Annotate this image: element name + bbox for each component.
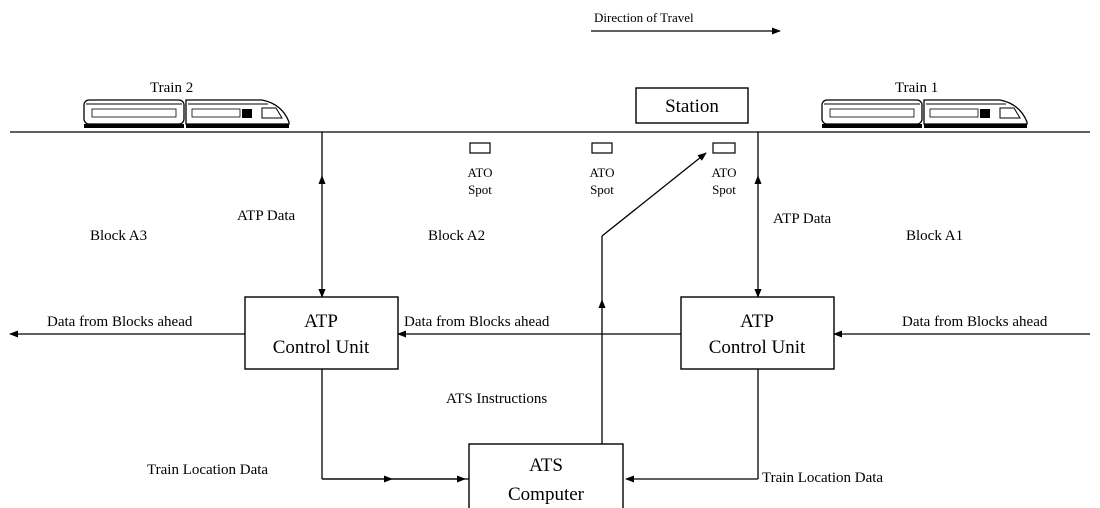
ato-spot-2-line1: ATO xyxy=(589,165,614,180)
ats-computer-box xyxy=(468,443,624,508)
left-atp-data-label: ATP Data xyxy=(237,208,296,224)
right-atp-data-label: ATP Data xyxy=(773,211,832,227)
ats-to-ato-spot-arrow xyxy=(601,152,707,237)
ato-spot-3: ATO Spot xyxy=(711,142,737,197)
middle-data-label: Data from Blocks ahead xyxy=(404,314,550,330)
train-1-icon xyxy=(821,99,1028,128)
train-1-label: Train 1 xyxy=(895,80,938,96)
ato-spot-1-line1: ATO xyxy=(467,165,492,180)
left-atp-line1: ATP xyxy=(304,311,338,332)
ats-computer-line1: ATS xyxy=(529,455,563,476)
block-a2-label: Block A2 xyxy=(428,228,485,244)
right-atp-line1: ATP xyxy=(740,311,774,332)
right-train-location-label: Train Location Data xyxy=(762,470,883,486)
ato-spot-3-line2: Spot xyxy=(712,182,736,197)
left-train-location-label: Train Location Data xyxy=(147,462,268,478)
ato-spot-3-line1: ATO xyxy=(711,165,736,180)
direction-of-travel-label: Direction of Travel xyxy=(594,10,694,25)
train-2-label: Train 2 xyxy=(150,80,193,96)
ats-computer-line2: Computer xyxy=(508,484,585,505)
train-2-icon xyxy=(83,99,290,128)
right-atp-control-unit xyxy=(680,296,835,370)
ato-spot-2: ATO Spot xyxy=(589,142,615,197)
station-label: Station xyxy=(665,96,719,117)
block-a1-label: Block A1 xyxy=(906,228,963,244)
block-a3-label: Block A3 xyxy=(90,228,147,244)
ato-spot-1: ATO Spot xyxy=(467,142,493,197)
ats-instructions-label: ATS Instructions xyxy=(446,391,547,407)
left-atp-control-unit xyxy=(244,296,399,370)
right-atp-line2: Control Unit xyxy=(709,337,806,358)
far-right-data-label: Data from Blocks ahead xyxy=(902,314,1048,330)
left-atp-line2: Control Unit xyxy=(273,337,370,358)
ato-spot-2-line2: Spot xyxy=(590,182,614,197)
ato-spot-1-line2: Spot xyxy=(468,182,492,197)
far-left-data-label: Data from Blocks ahead xyxy=(47,314,193,330)
station-box xyxy=(635,87,749,124)
